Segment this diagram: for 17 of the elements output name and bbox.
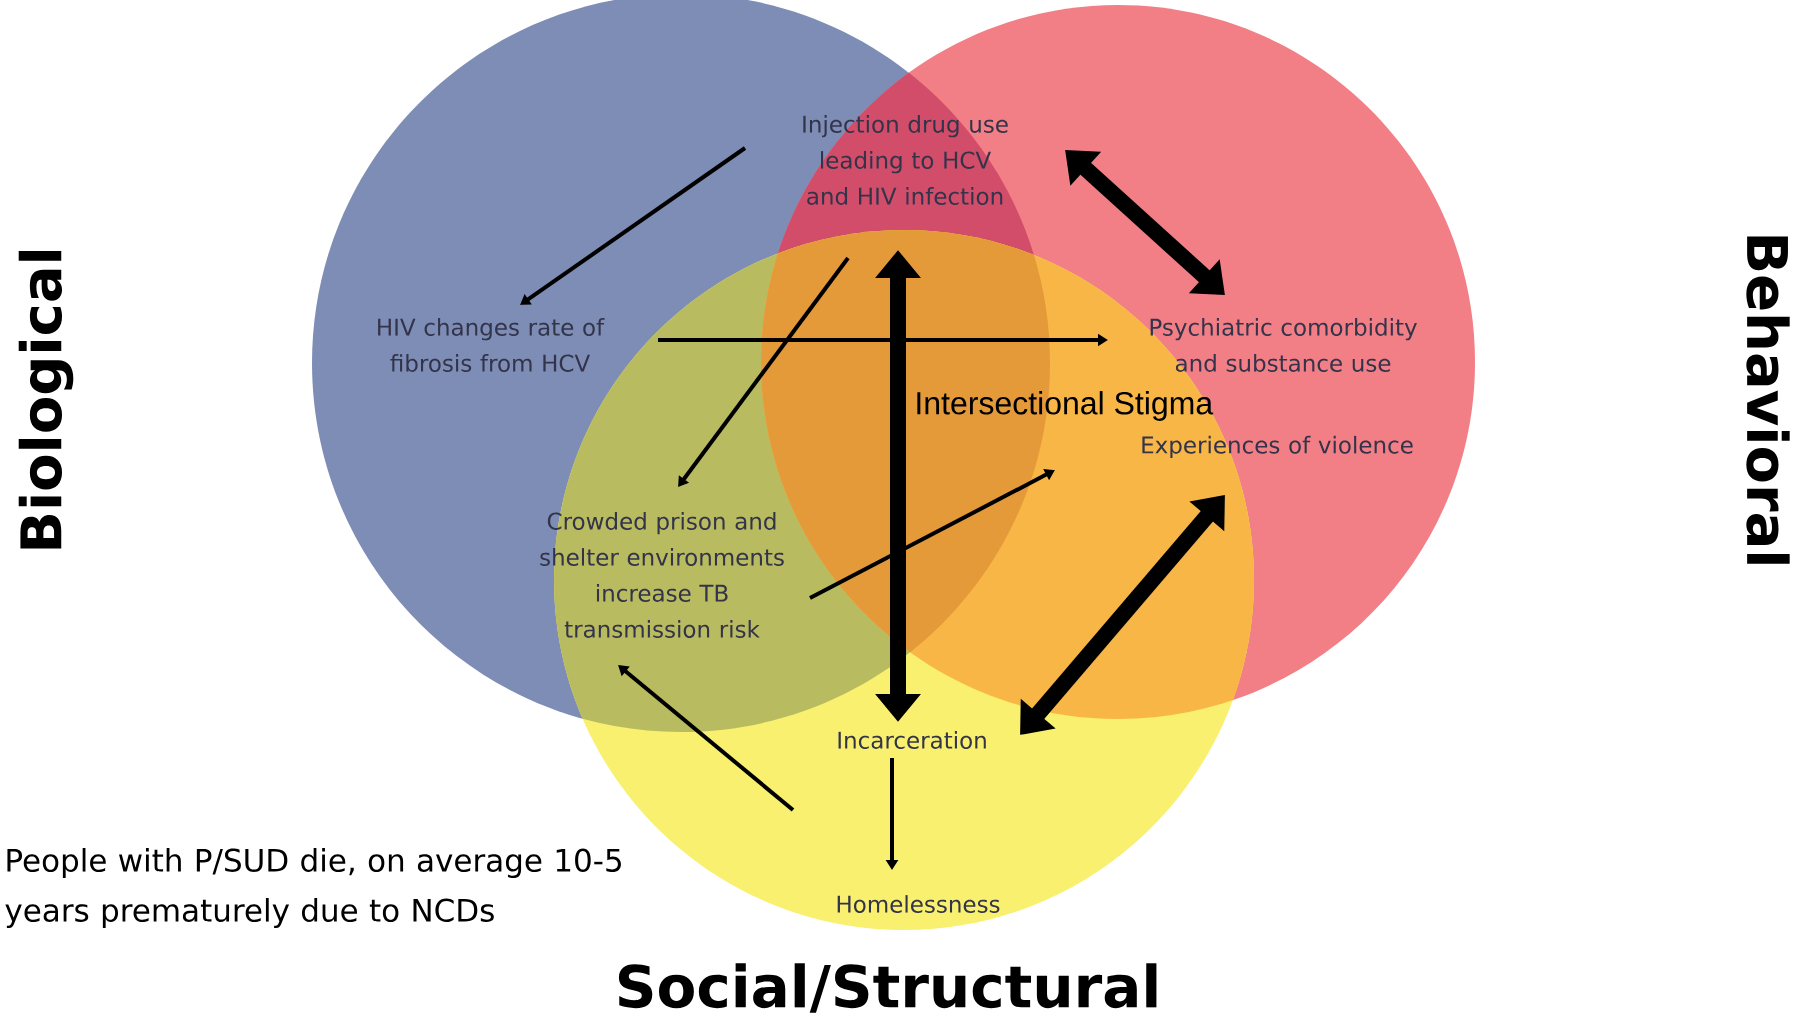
node-text: HIV changes rate of fibrosis from HCV: [378, 318, 605, 372]
node-text: Homelessness: [837, 895, 1000, 913]
arrow: [678, 256, 850, 487]
arrow: [520, 146, 747, 305]
arrow: [1020, 495, 1225, 735]
arrow: [809, 469, 1055, 600]
category-label: Social/Structural: [618, 963, 1157, 1013]
node-text: Experiences of violence: [1142, 435, 1413, 459]
category-label: Biological: [18, 250, 74, 549]
category-label: Behavioral: [1746, 236, 1790, 564]
stigma-label: Intersectional Stigma: [917, 391, 1214, 421]
arrow: [1065, 150, 1225, 295]
node-text: Injection drug use leading to HCV and HIV infection: [803, 115, 1008, 205]
node-text: Incarceration: [838, 731, 986, 749]
node-text: Psychiatric comorbidity and substance use: [1150, 318, 1417, 372]
note-text: People with P/SUD die, on average 10-5 years prematurely due to NCDs: [5, 848, 621, 928]
arrow: [618, 665, 795, 812]
